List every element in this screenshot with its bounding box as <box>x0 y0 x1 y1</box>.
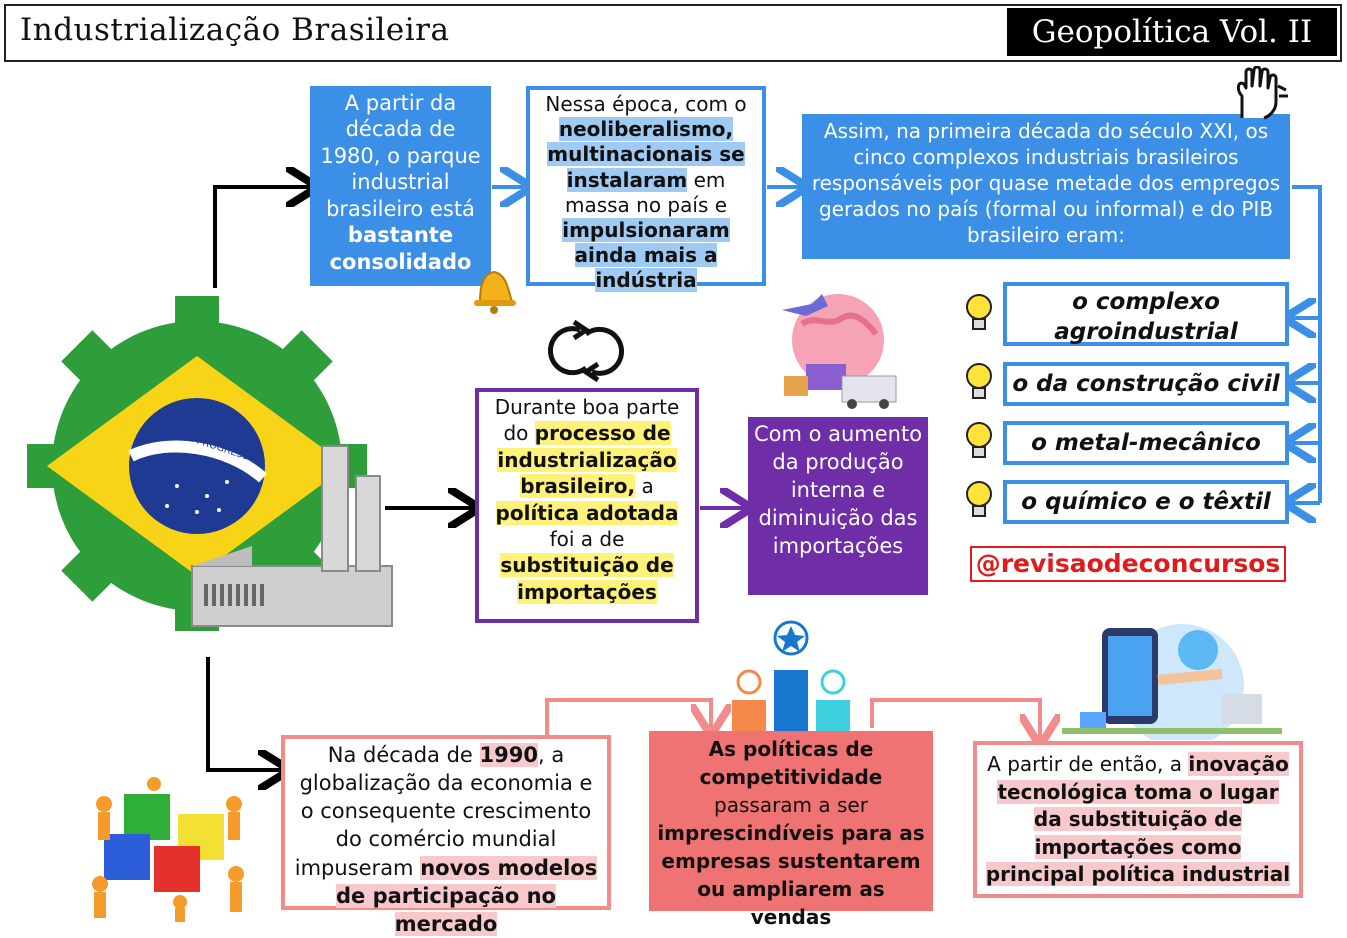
raised-hand-icon <box>1236 66 1288 120</box>
industry-label-2: o da construção civil <box>1012 371 1280 397</box>
box2-highlight-2: impulsionaram ainda mais a indústria <box>562 217 730 293</box>
box1-text: A partir da década de 1980, o parque ind… <box>320 91 481 221</box>
industry-item-3: o metal-mecânico <box>1003 421 1289 465</box>
box-neoliberalism: Nessa época, com o neoliberalismo, multi… <box>526 86 766 293</box>
box-xxi-century: Assim, na primeira década do século XXI,… <box>802 114 1290 259</box>
lightbulb-icon <box>966 363 992 399</box>
box2-text-1: Nessa época, com o <box>545 92 747 116</box>
volume-badge: Geopolítica Vol. II <box>1007 8 1337 56</box>
technology-innovation-illustration <box>1062 624 1282 740</box>
box-1990-globalization: Na década de 1990, a globalização da eco… <box>281 735 611 936</box>
box4-highlight-2: política adotada <box>495 500 679 525</box>
industry-label-1: o complexo agroindustrial <box>1054 289 1238 345</box>
box-import-substitution: Durante boa parte do processo de industr… <box>475 388 699 623</box>
industry-label-4: o químico e o têxtil <box>1021 489 1271 515</box>
page-title: Industrialização Brasileira <box>20 12 450 48</box>
bell-icon <box>474 270 516 314</box>
box3-text: Assim, na primeira década do século XXI,… <box>811 119 1281 247</box>
lightbulb-icon <box>966 422 992 458</box>
podium-ranking-icon <box>732 620 850 734</box>
industry-label-3: o metal-mecânico <box>1031 430 1261 456</box>
brazil-gear-factory-illustration: ORDEM E PROGRESSO <box>27 296 393 631</box>
box7-bold-1: As políticas de competitividade <box>699 737 883 789</box>
box4-text-2: a <box>635 474 654 499</box>
instagram-handle: @revisaodeconcursos <box>970 546 1286 582</box>
box-1980-consolidation: A partir da década de 1980, o parque ind… <box>310 86 491 286</box>
box1-bold: bastante consolidado <box>329 223 472 274</box>
global-trade-illustration <box>782 294 897 409</box>
box8-text-1: A partir de então, a <box>987 752 1189 776</box>
box-domestic-production: Com o aumento da produção interna e dimi… <box>748 417 928 595</box>
box6-highlight-1: 1990 <box>479 743 538 767</box>
box5-text: Com o aumento da produção interna e dimi… <box>753 422 923 558</box>
industry-item-4: o químico e o têxtil <box>1003 480 1289 524</box>
industry-item-2: o da construção civil <box>1003 362 1289 406</box>
box-technological-innovation: A partir de então, a inovação tecnológic… <box>973 741 1303 898</box>
box4-text-1: Durante boa parte do <box>494 395 680 446</box>
puzzle-teamwork-illustration <box>92 777 244 922</box>
box-competitiveness-policies: As políticas de competitividade passaram… <box>649 731 933 929</box>
lightbulb-icon <box>966 294 992 330</box>
box6-text-2: , a globalização da economia e o consequ… <box>294 743 593 880</box>
box7-bold-2: imprescindíveis para as empresas sustent… <box>657 821 925 929</box>
box2-text-2: em massa no país e <box>564 167 728 217</box>
box4-highlight-3: substituição de importações <box>500 553 674 604</box>
box7-text-1: passaram a ser <box>714 793 868 817</box>
cycle-arrows-icon <box>547 319 625 383</box>
lightbulb-icon <box>966 481 992 517</box>
industry-item-1: o complexo agroindustrial <box>1003 282 1289 346</box>
box6-text-1: Na década de <box>327 743 480 767</box>
box4-text-3: foi a de <box>549 526 625 551</box>
box2-highlight-1: neoliberalismo, multinacionais se instal… <box>547 117 745 192</box>
